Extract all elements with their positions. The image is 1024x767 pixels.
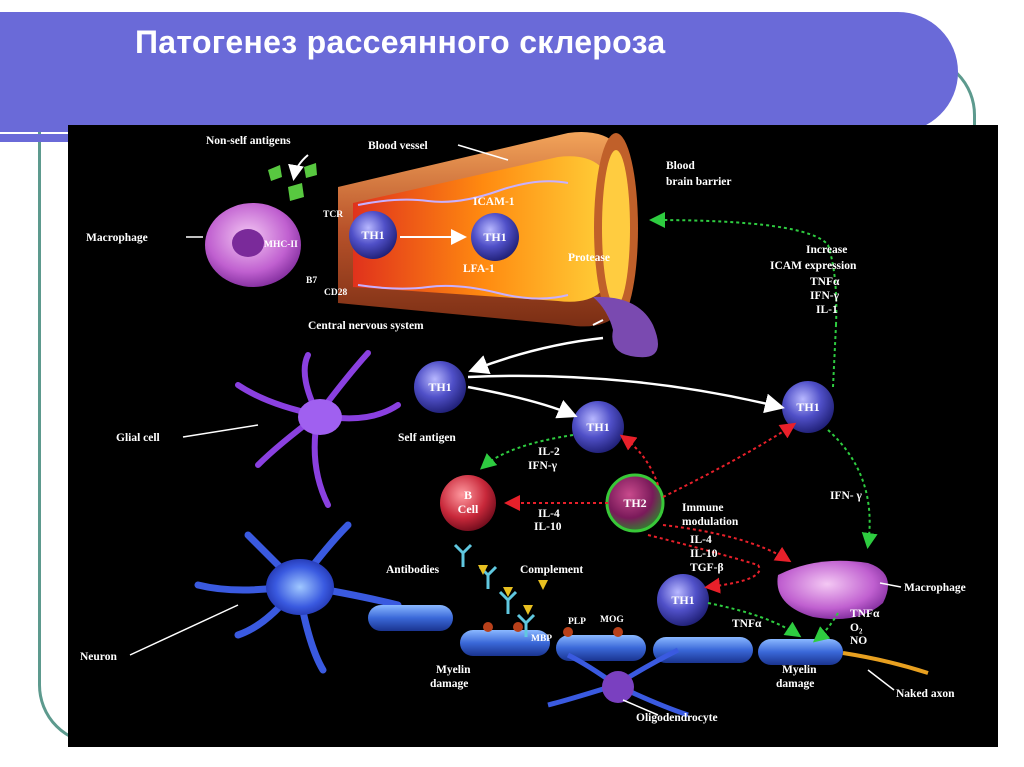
label-blood-brain-barrier-2: brain barrier [666, 176, 731, 188]
label-ifn-g-top: IFN-γ [810, 290, 840, 302]
th2-cell: TH2 [605, 473, 665, 533]
th1-cell-vessel-1: TH1 [349, 211, 397, 259]
label-lfa1: LFA-1 [463, 263, 495, 275]
label-tnf-a-bottom: TNFα [850, 608, 880, 620]
myelin-antigen-dots [483, 622, 623, 637]
oligodendrocyte-cell [547, 647, 689, 718]
label-ifn-g-right: IFN- γ [830, 490, 863, 502]
label-cd28: CD28 [324, 288, 347, 298]
svg-text:TH1: TH1 [586, 420, 609, 434]
label-no: NO [850, 635, 867, 647]
label-macrophage-bottom: Macrophage [904, 582, 966, 594]
label-immune-modulation-1: Immune [682, 502, 724, 514]
label-icam1: ICAM-1 [473, 196, 515, 208]
diagram-panel: TH1 TH1 TH1 TH1 TH1 TH1 TH2 B Cell [68, 125, 998, 747]
label-central-nervous-system: Central nervous system [308, 320, 424, 332]
svg-text:TH1: TH1 [671, 593, 694, 607]
slide-title: Патогенез рассеянного склероза [135, 24, 666, 60]
label-plp: PLP [568, 617, 586, 627]
protease-extravasating-cell [593, 296, 658, 358]
label-self-antigen: Self antigen [398, 432, 456, 444]
svg-text:Cell: Cell [458, 502, 479, 516]
label-glial-cell: Glial cell [116, 432, 160, 444]
label-il2: IL-2 [538, 446, 560, 458]
label-neuron: Neuron [80, 651, 117, 663]
label-protease: Protease [568, 252, 610, 264]
svg-text:TH1: TH1 [428, 380, 451, 394]
th1-cell-mid: TH1 [572, 401, 624, 453]
th1-cell-bottom: TH1 [657, 574, 709, 626]
th1-cell-vessel-2: TH1 [471, 213, 519, 261]
label-myelin-damage-left-1: Myelin [436, 664, 471, 676]
label-ifn-g-mid: IFN-γ [528, 460, 558, 472]
label-o2: O₂ [850, 622, 863, 634]
neuron-cell [194, 521, 402, 674]
label-complement: Complement [520, 564, 583, 576]
label-non-self-antigens: Non-self antigens [206, 135, 291, 147]
label-il4-right: IL-4 [690, 534, 712, 546]
label-myelin-damage-left-2: damage [430, 678, 468, 690]
label-naked-axon: Naked axon [896, 688, 955, 700]
label-b7: B7 [306, 276, 317, 286]
svg-text:TH2: TH2 [623, 496, 646, 510]
label-increase-icam-1: Increase [806, 244, 847, 256]
label-myelin-damage-right-1: Myelin [782, 664, 817, 676]
label-il4-left: IL-4 [538, 508, 560, 520]
arrows [129, 144, 902, 716]
th1-cell-right: TH1 [782, 381, 834, 433]
label-il10-right: IL-10 [690, 548, 718, 560]
b-cell: B Cell [440, 475, 496, 531]
label-mbp: MBP [531, 634, 552, 644]
label-tcr: TCR [323, 210, 343, 220]
complement-icons [478, 565, 548, 615]
title-bar [0, 12, 958, 142]
label-il10-left: IL-10 [534, 521, 562, 533]
label-myelin-damage-right-2: damage [776, 678, 814, 690]
svg-text:TH1: TH1 [361, 228, 384, 242]
label-macrophage-top: Macrophage [86, 232, 148, 244]
antibodies-icons [453, 543, 536, 637]
svg-text:TH1: TH1 [483, 230, 506, 244]
label-mhc-ii: MHC-II [264, 240, 298, 250]
pathogenesis-diagram: TH1 TH1 TH1 TH1 TH1 TH1 TH2 B Cell [80, 132, 966, 724]
label-increase-icam-2: ICAM expression [770, 260, 857, 272]
label-tgf-b: TGF-β [690, 562, 724, 574]
label-antibodies: Antibodies [386, 564, 440, 576]
svg-text:TH1: TH1 [796, 400, 819, 414]
label-oligodendrocyte: Oligodendrocyte [636, 712, 718, 724]
label-tnf-a-mid: TNFα [732, 618, 762, 630]
label-immune-modulation-2: modulation [682, 516, 739, 528]
macrophage-bottom [777, 560, 888, 620]
label-blood-brain-barrier-1: Blood [666, 160, 695, 172]
glial-cell [235, 350, 401, 508]
svg-text:B: B [464, 488, 472, 502]
non-self-antigen-icons [268, 163, 317, 201]
macrophage-top-nucleus [232, 229, 264, 257]
th1-cell-cns: TH1 [414, 361, 466, 413]
label-il1: IL-1 [816, 304, 838, 316]
label-mog: MOG [600, 615, 624, 625]
label-blood-vessel: Blood vessel [368, 140, 428, 152]
label-tnf-a-top: TNFα [810, 276, 840, 288]
